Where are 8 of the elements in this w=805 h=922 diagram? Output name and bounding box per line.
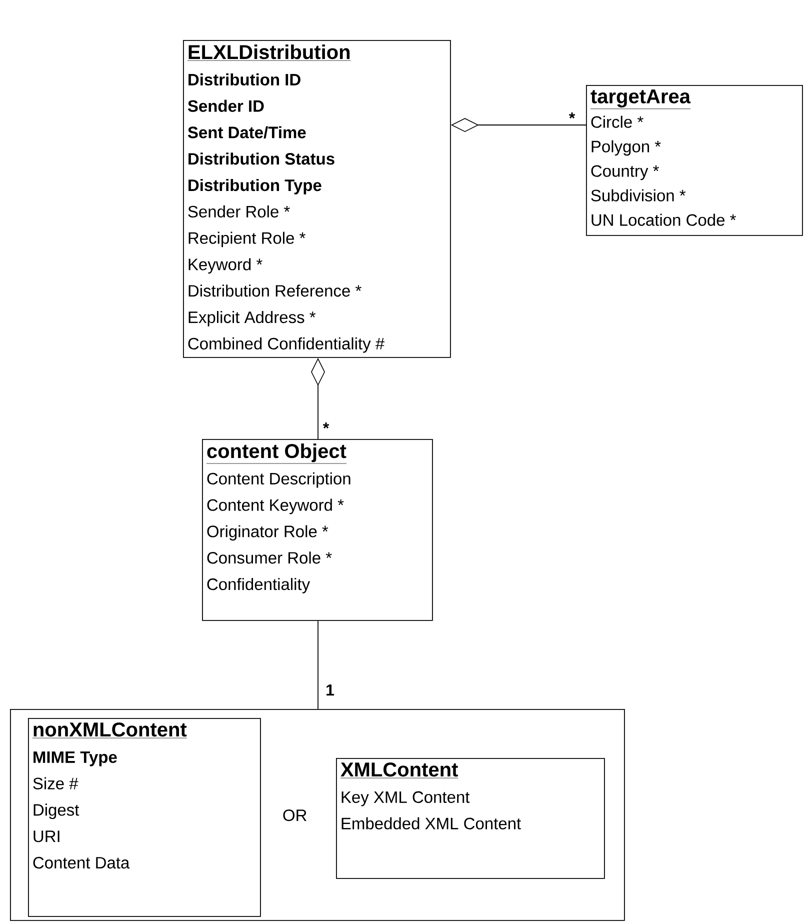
multiplicity-label: 1 (326, 684, 334, 696)
class-box: XMLContent Key XML Content Embedded XML Content (336, 758, 605, 879)
multiplicity-label: * (568, 112, 576, 118)
class-box: content Object Content Description Content Keyword * Originator Role * Consumer Role * Confidentiality (202, 439, 433, 621)
multiplicity-label: * (322, 422, 330, 428)
class-box: ELXLDistribution Distribution ID Sender ID Sent Date/Time Distribution Status Distribution Type Sender Role * Recipient Role * Keyword * Distribution Reference * Explicit Address * Combined Confidentiality # (183, 40, 451, 358)
class-box: targetArea Circle * Polygon * Country * Subdivision * UN Location Code * (586, 85, 803, 236)
class-box: nonXMLContent MIME Type Size # Digest URI Content Data (28, 718, 261, 917)
